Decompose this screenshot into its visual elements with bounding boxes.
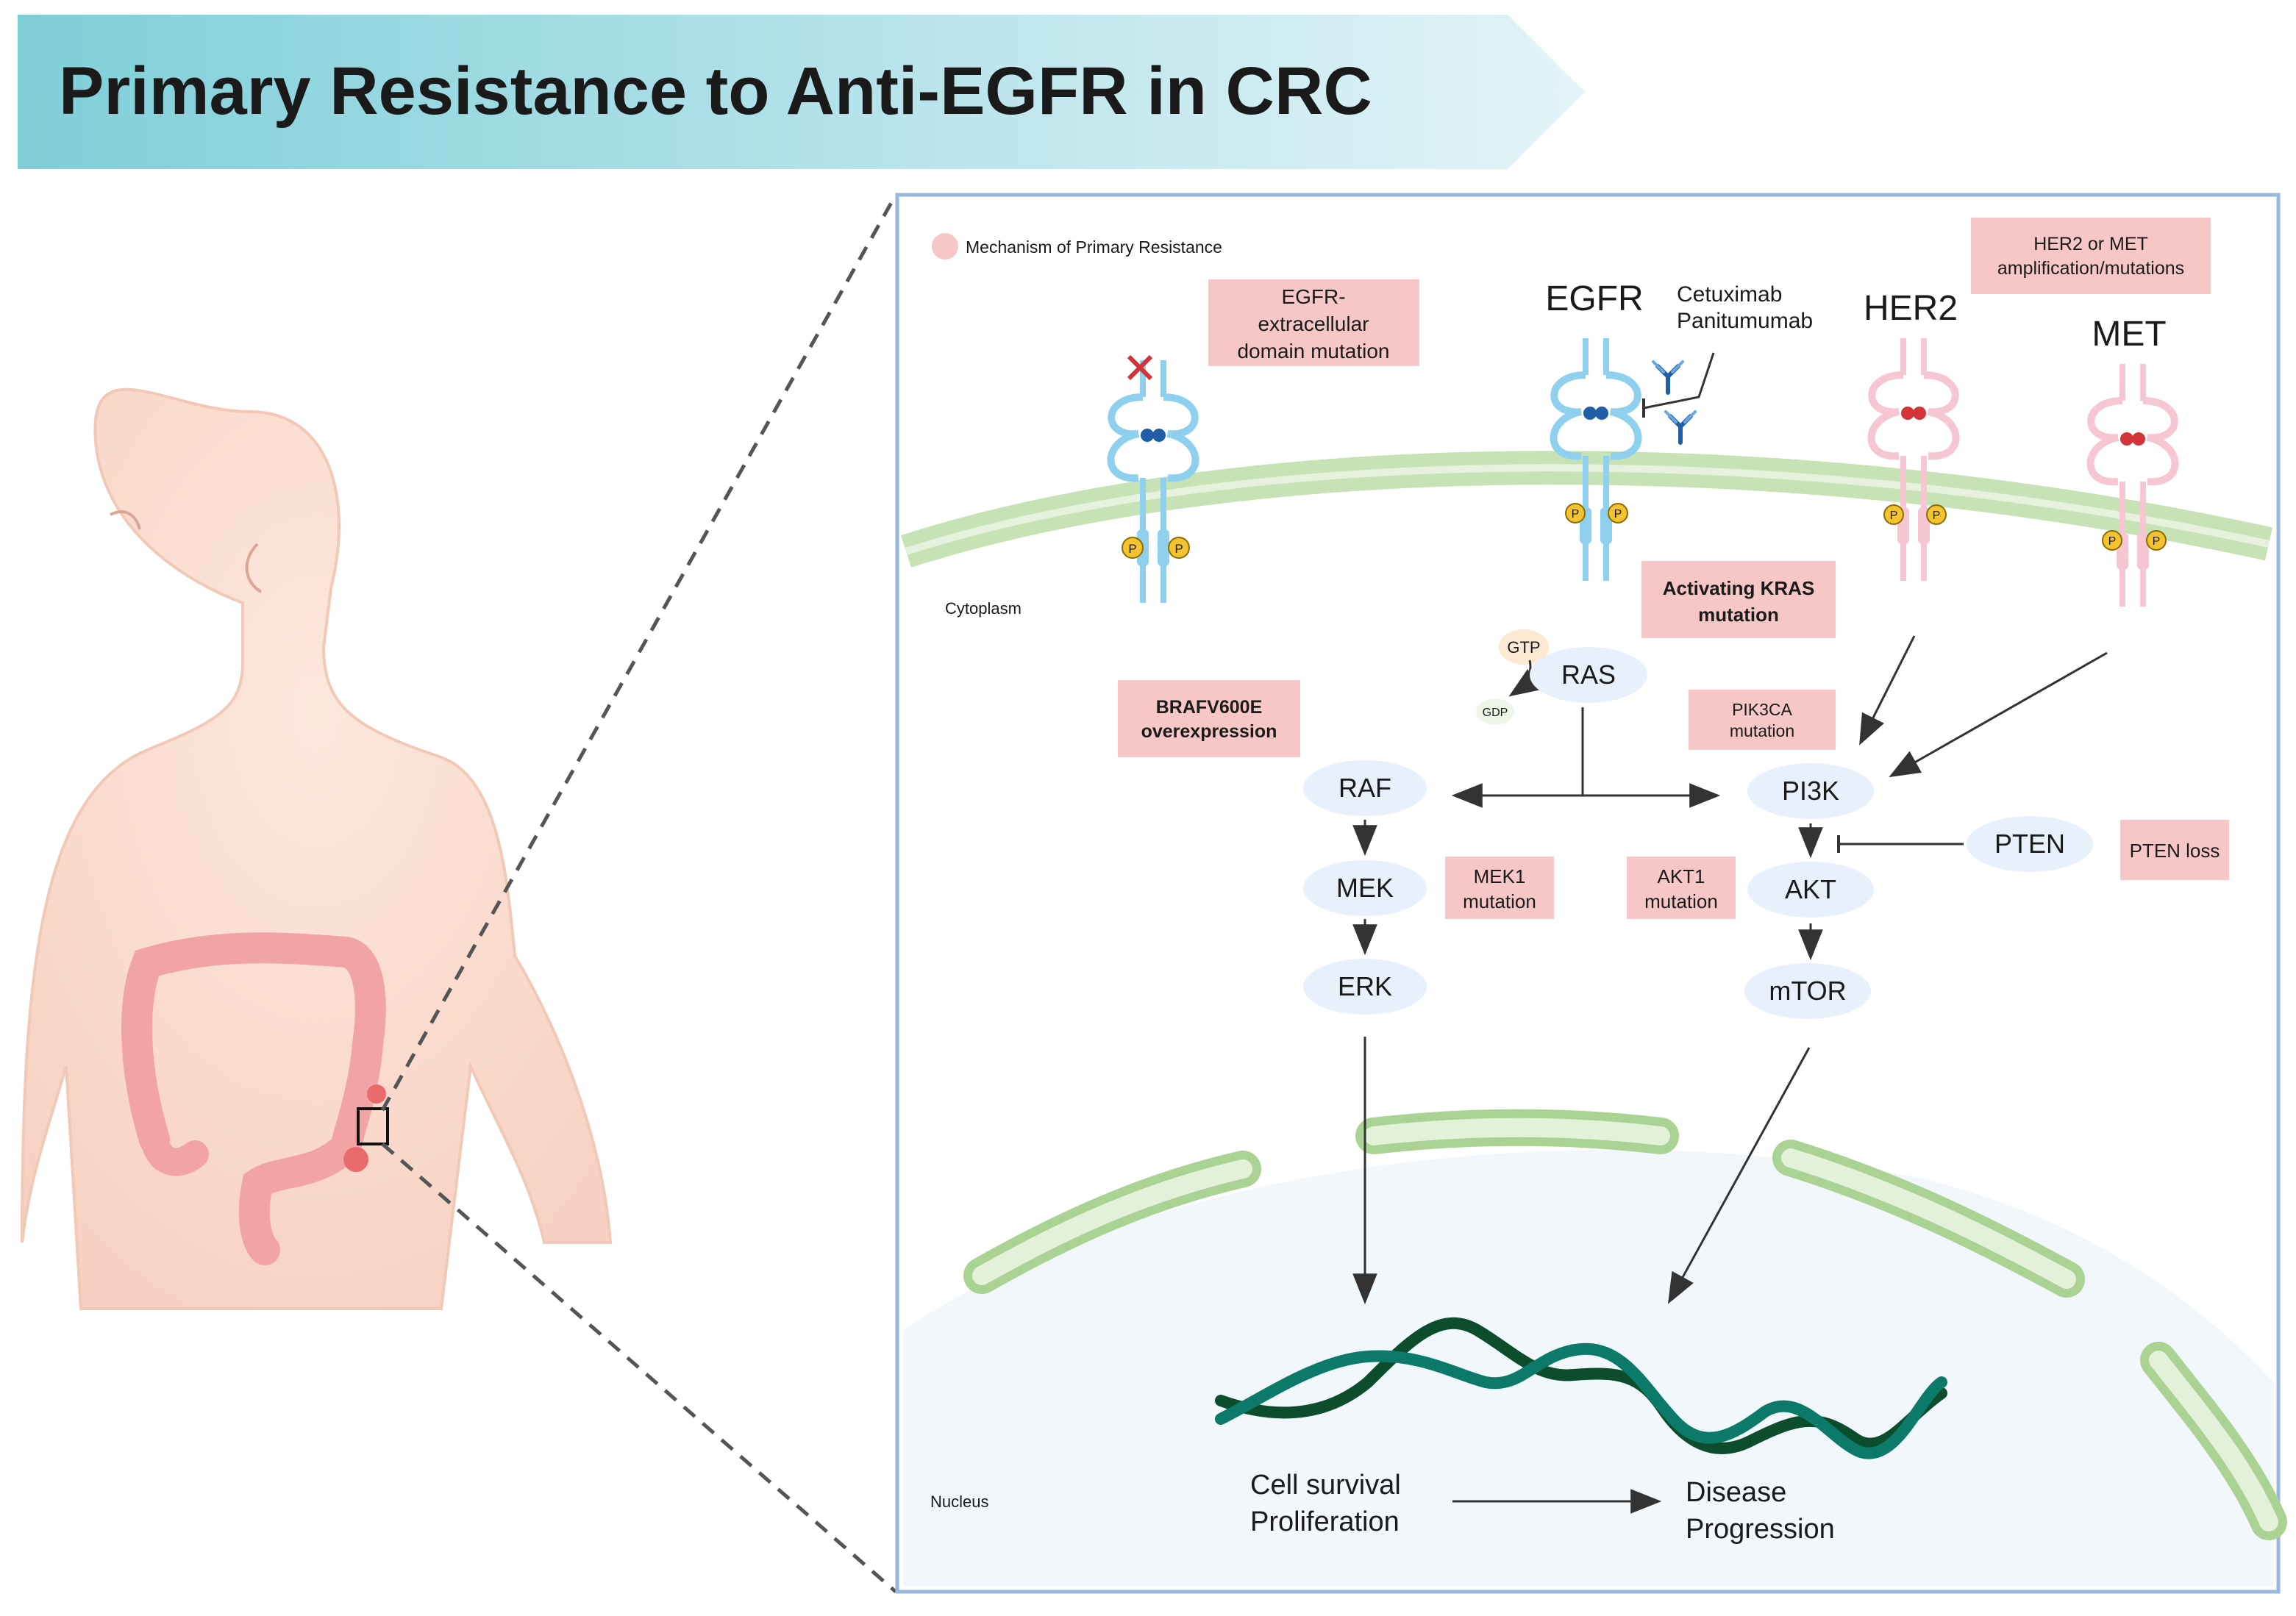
node-mek: MEK <box>1303 860 1427 916</box>
svg-text:domain mutation: domain mutation <box>1237 340 1389 362</box>
node-pi3k: PI3K <box>1747 763 1874 819</box>
svg-text:ERK: ERK <box>1338 971 1392 1001</box>
cytoplasm-label: Cytoplasm <box>945 599 1022 618</box>
egfr-receptor: P P EGFR <box>1545 279 1644 581</box>
phospho-label: P <box>1174 542 1183 556</box>
zoom-box <box>357 1107 389 1145</box>
phospho-label: P <box>2153 535 2161 548</box>
svg-text:PTEN: PTEN <box>1994 829 2065 859</box>
svg-text:PTEN loss: PTEN loss <box>2130 840 2220 862</box>
svg-text:RAF: RAF <box>1338 773 1391 803</box>
node-akt: AKT <box>1747 862 1874 918</box>
resistance-braf: BRAFV600E overexpression <box>1118 680 1300 757</box>
node-erk: ERK <box>1303 959 1427 1015</box>
svg-text:mutation: mutation <box>1730 721 1794 740</box>
svg-text:mTOR: mTOR <box>1769 976 1846 1006</box>
her2-label: HER2 <box>1864 289 1958 328</box>
node-pten: PTEN <box>1967 816 2093 872</box>
mutant-egfr-receptor: P P <box>1111 354 1196 603</box>
resistance-her2-met: HER2 or MET amplification/mutations <box>1971 218 2211 294</box>
svg-text:MEK1: MEK1 <box>1474 865 1526 887</box>
human-figure <box>21 387 613 1310</box>
svg-text:GTP: GTP <box>1507 638 1540 657</box>
anti-egfr-antibodies: Cetuximab Panitumumab <box>1642 282 1813 443</box>
svg-text:Progression: Progression <box>1686 1514 1835 1545</box>
svg-text:mutation: mutation <box>1698 604 1779 626</box>
svg-text:amplification/mutations: amplification/mutations <box>1997 258 2184 279</box>
svg-text:GDP: GDP <box>1483 707 1508 719</box>
svg-text:RAS: RAS <box>1561 659 1616 690</box>
resistance-kras: Activating KRAS mutation <box>1641 561 1836 638</box>
svg-text:PIK3CA: PIK3CA <box>1732 700 1792 719</box>
her2-receptor: P P HER2 <box>1864 289 1958 581</box>
legend: Mechanism of Primary Resistance <box>932 233 1222 260</box>
node-ras: RAS <box>1530 647 1647 703</box>
phospho-label: P <box>1890 510 1898 522</box>
phospho-label: P <box>2108 535 2117 548</box>
resistance-akt1: AKT1 mutation <box>1627 857 1736 919</box>
svg-text:Cell survival: Cell survival <box>1250 1470 1401 1501</box>
svg-text:mutation: mutation <box>1463 890 1536 912</box>
mutation-x-icon <box>1127 354 1153 381</box>
svg-text:BRAFV600E: BRAFV600E <box>1156 697 1263 718</box>
svg-text:PI3K: PI3K <box>1782 776 1839 806</box>
outcome-progression: Disease Progression <box>1686 1477 1835 1545</box>
phospho-label: P <box>1128 542 1136 556</box>
svg-text:Activating KRAS: Activating KRAS <box>1663 577 1815 599</box>
pathway-arrows <box>1352 635 2108 1514</box>
svg-text:mutation: mutation <box>1644 890 1718 912</box>
legend-swatch <box>932 233 958 260</box>
drug-label-panitumumab: Panitumumab <box>1677 309 1813 333</box>
resistance-pten-loss: PTEN loss <box>2120 820 2229 880</box>
resistance-pik3ca: PIK3CA mutation <box>1689 690 1836 750</box>
svg-text:extracellular: extracellular <box>1258 312 1369 335</box>
node-raf: RAF <box>1303 760 1427 816</box>
svg-text:HER2 or MET: HER2 or MET <box>2033 234 2148 254</box>
gdp-node: GDP <box>1476 698 1514 725</box>
svg-text:Disease: Disease <box>1686 1477 1786 1508</box>
phospho-label: P <box>1933 510 1941 522</box>
met-label: MET <box>2092 315 2166 354</box>
resistance-mek1: MEK1 mutation <box>1445 857 1554 919</box>
dna-helix <box>1215 1317 1947 1459</box>
legend-label: Mechanism of Primary Resistance <box>966 237 1222 257</box>
outcome-survival: Cell survival Proliferation <box>1250 1470 1401 1537</box>
title-banner: Primary Resistance to Anti-EGFR in CRC <box>18 15 1585 169</box>
svg-text:EGFR-: EGFR- <box>1281 285 1345 308</box>
nucleus-label: Nucleus <box>930 1492 988 1511</box>
gtp-node: GTP <box>1499 629 1549 665</box>
nuclear-envelope <box>963 1109 2287 1540</box>
phospho-label: P <box>1614 508 1622 521</box>
page-title: Primary Resistance to Anti-EGFR in CRC <box>59 54 1372 129</box>
svg-text:AKT: AKT <box>1785 874 1836 904</box>
svg-text:AKT1: AKT1 <box>1657 865 1705 887</box>
egfr-label: EGFR <box>1545 279 1643 318</box>
resistance-egfr-ecd: EGFR- extracellular domain mutation <box>1208 279 1419 366</box>
svg-text:overexpression: overexpression <box>1141 721 1277 742</box>
phospho-label: P <box>1572 508 1580 521</box>
drug-label-cetuximab: Cetuximab <box>1677 282 1782 307</box>
node-mtor: mTOR <box>1744 963 1871 1019</box>
svg-text:MEK: MEK <box>1336 873 1394 903</box>
svg-text:Proliferation: Proliferation <box>1250 1506 1400 1537</box>
met-receptor: P P MET <box>2091 315 2175 607</box>
